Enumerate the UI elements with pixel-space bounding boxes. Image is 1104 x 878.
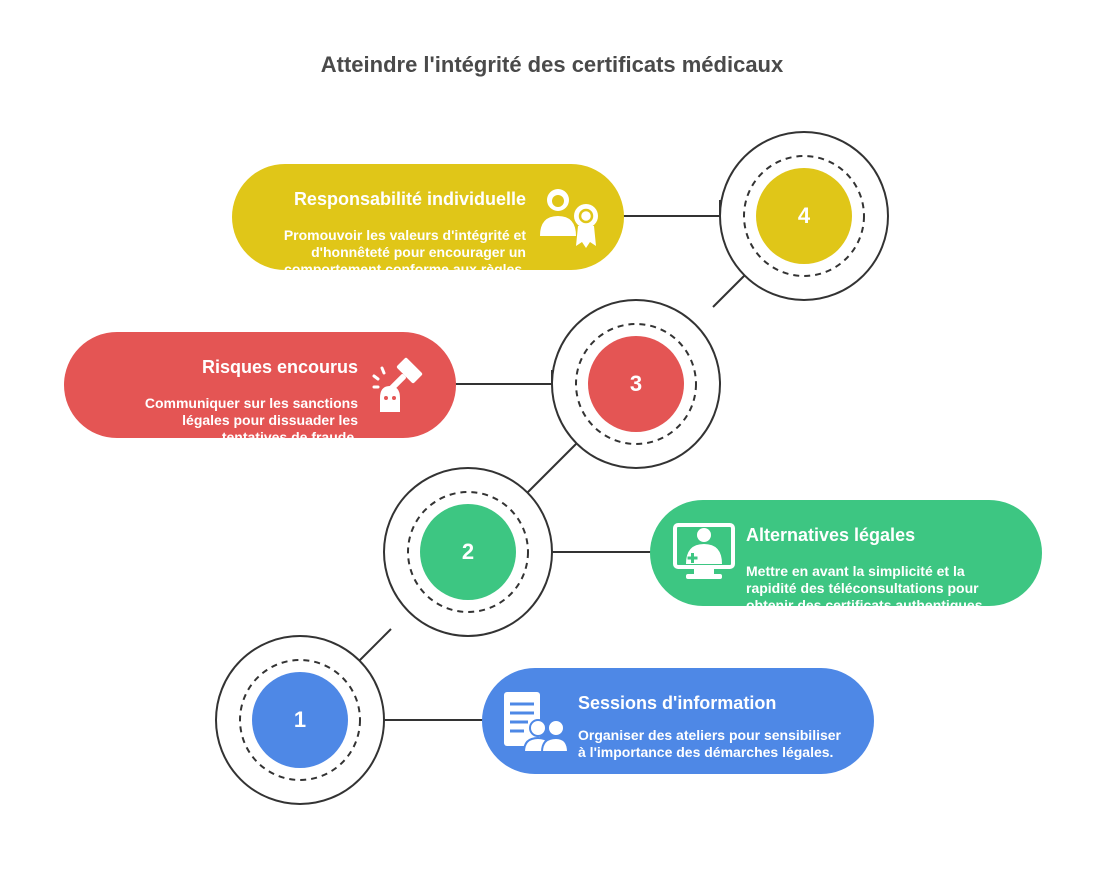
step-title-3: Risques encourus (201, 357, 358, 377)
step-title-1: Sessions d'information (578, 693, 777, 713)
step-card-1: Sessions d'information Organiser des ate… (482, 668, 874, 774)
step-number-4: 4 (756, 168, 852, 264)
step-title-2: Alternatives légales (746, 525, 916, 545)
step-description-3: Communiquer sur les sanctions légales po… (144, 395, 358, 438)
gavel-icon (372, 354, 434, 421)
step-card-3: Risques encourus Communiquer sur les san… (64, 332, 456, 438)
connector-step-3 (448, 370, 553, 385)
step-card-4: Responsabilité individuelle Promouvoir l… (232, 164, 624, 270)
step-description-4: Promouvoir les valeurs d'intégrité et d'… (283, 227, 526, 270)
person-award-icon (538, 184, 604, 255)
dashed-ring-3 (575, 323, 697, 445)
step-card-2: Alternatives légales Mettre en avant la … (650, 500, 1042, 606)
diagram-title: Atteindre l'intégrité des certificats mé… (320, 52, 784, 77)
dashed-ring-1 (239, 659, 361, 781)
connector-step-4 (618, 200, 721, 217)
step-title-4: Responsabilité individuelle (293, 189, 526, 209)
step-number-2: 2 (420, 504, 516, 600)
diagonal-connector-3-4 (712, 274, 746, 308)
step-number-3: 3 (588, 336, 684, 432)
document-group-icon (498, 688, 570, 759)
dashed-ring-2 (407, 491, 529, 613)
step-description-1: Organiser des ateliers pour sensibiliser… (578, 727, 841, 760)
step-description-2: Mettre en avant la simplicité et la rapi… (746, 563, 987, 606)
telemedicine-icon (672, 522, 736, 589)
step-number-1: 1 (252, 672, 348, 768)
dashed-ring-4 (743, 155, 865, 277)
diagonal-connector-1-2 (358, 628, 392, 662)
diagonal-connector-2-3 (526, 442, 578, 494)
